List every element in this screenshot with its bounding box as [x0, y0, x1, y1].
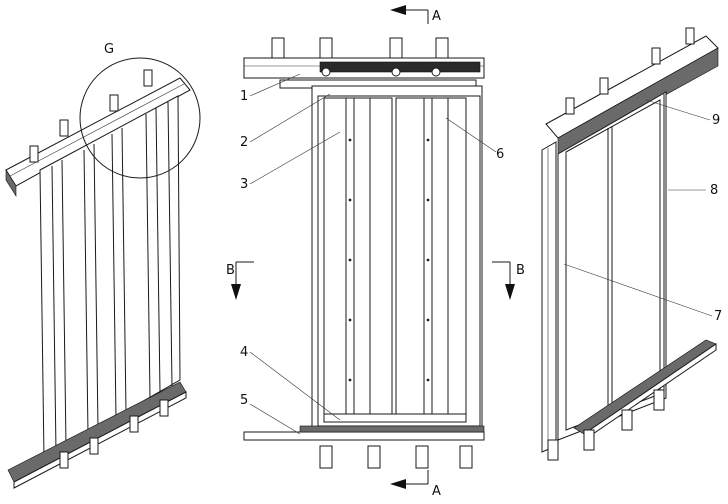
callout-7: 7 [714, 309, 722, 324]
top-brackets-left [29, 69, 153, 163]
leader-lines-right [563, 99, 713, 317]
right-isometric-view [541, 27, 719, 461]
leader-lines-center [249, 73, 497, 435]
detail-label-g: G [104, 42, 114, 57]
section-arrow-a-bottom [390, 470, 429, 489]
callout-3: 3 [240, 177, 248, 192]
section-label-b-left: B [226, 263, 235, 278]
section-arrow-a-top [390, 5, 429, 24]
callout-8: 8 [710, 183, 718, 198]
callout-2: 2 [240, 135, 248, 150]
callout-9: 9 [712, 113, 720, 128]
callout-4: 4 [240, 345, 248, 360]
section-label-a-top: A [432, 9, 441, 24]
top-brackets-center [271, 37, 449, 59]
callout-1: 1 [240, 89, 248, 104]
callout-6: 6 [496, 147, 504, 162]
section-arrow-b-left [231, 261, 254, 300]
top-brackets-right [565, 27, 695, 115]
section-label-b-right: B [516, 263, 525, 278]
detail-circle-g [79, 57, 201, 179]
callout-5: 5 [240, 393, 248, 408]
bottom-brackets-center [319, 445, 473, 469]
section-arrow-b-right [492, 261, 515, 300]
center-front-view [243, 37, 485, 469]
left-isometric-view [5, 69, 191, 489]
section-label-a-bottom: A [432, 484, 441, 499]
